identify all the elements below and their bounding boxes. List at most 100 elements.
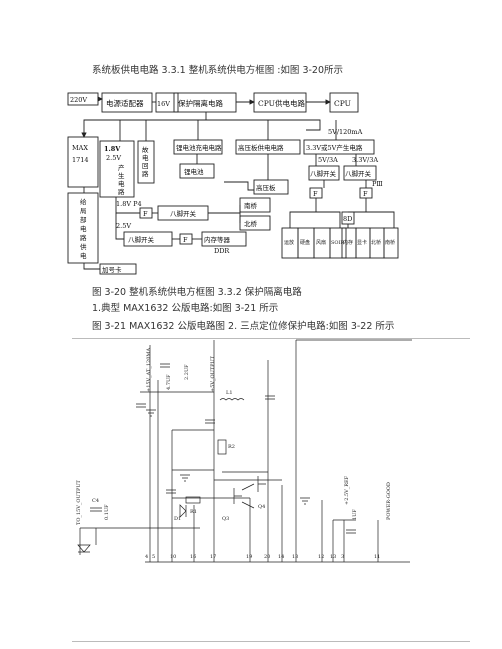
paragraph-system-power-heading: 系统板供电电路 3.3.1 整机系统供电方框图 :如图 3-20所示	[92, 65, 344, 76]
label-standby-5: 路	[80, 233, 87, 242]
paragraph-max1632-heading: 1.典型 MAX1632 公版电路:如图 3-21 所示	[92, 303, 279, 314]
label-out-d: SOIR	[331, 240, 344, 246]
label-25v-gen: 2.5V	[106, 154, 121, 162]
pin-number: 4	[145, 554, 148, 560]
label-li-charge: 锂电池充电电路	[176, 143, 222, 152]
label-power-good: POWER-GOOD	[386, 482, 392, 520]
label-cap-big: 2.2UF	[184, 364, 190, 380]
label-25v-ref: +2.5V_REF	[344, 475, 350, 505]
adapter-box	[101, 92, 153, 113]
label-out-g: 北桥	[371, 239, 381, 246]
v33-gen-box	[303, 139, 375, 155]
label-r2: R2	[228, 444, 235, 450]
label-d1: D1	[174, 516, 181, 522]
label-f-c: F	[313, 190, 318, 198]
label-standby-3: 部	[80, 215, 87, 224]
v18-gen-box	[99, 140, 135, 198]
label-5v-output: +5V_OUTPUT	[210, 355, 216, 392]
label-fault-3: 回	[142, 162, 149, 170]
label-sw8-c: 八脚开关	[170, 209, 197, 218]
divider-bottom	[72, 641, 470, 642]
label-cap-small: 0.1UF	[104, 504, 110, 520]
sw8-box-b	[343, 165, 377, 181]
paragraph-figure-3-20-caption: 图 3-20 整机系统供电方框图 3.3.2 保护隔离电路	[92, 287, 302, 298]
hv-board-box	[253, 179, 289, 195]
label-piii: PⅢ	[372, 180, 383, 188]
pin-number: 16	[190, 554, 196, 560]
label-out-h: 南桥	[385, 239, 395, 246]
label-16v: 16V	[157, 100, 170, 108]
label-v33-gen: 3.3V或5V产生电路	[306, 143, 363, 152]
label-standby-4: 电	[80, 224, 87, 233]
label-15v-120ma: +15V_AT_120MA	[146, 348, 152, 392]
label-gen-6: 路	[118, 187, 125, 196]
label-r1: R1	[190, 509, 197, 515]
label-memory: 内存等器	[204, 235, 231, 244]
label-out-c: 风扇	[316, 239, 326, 246]
label-sw8-b: 八脚开关	[345, 169, 372, 178]
label-to-15v: TO_15V_OUTPUT	[76, 479, 82, 525]
label-f-b: F	[183, 236, 188, 244]
label-f-d: F	[363, 190, 368, 198]
label-25v: 2.5V	[116, 222, 131, 230]
label-fault-2: 电	[142, 153, 149, 162]
pin-number: 3	[341, 554, 344, 560]
label-gen-5: 电	[118, 179, 125, 188]
label-protect: 保护隔离电路	[178, 98, 223, 108]
pin-number: 13	[292, 554, 298, 560]
label-cpu: CPU	[334, 99, 351, 108]
label-l1: L1	[226, 390, 233, 396]
label-c4: C4	[92, 498, 99, 504]
label-cap-1u: 1UF	[352, 509, 358, 520]
label-5v-3a: 5V/3A	[318, 156, 338, 164]
label-18v-p4: 1.8V P4	[116, 200, 142, 208]
label-standby-1: 给	[80, 197, 87, 206]
label-north: 北桥	[244, 219, 258, 228]
pin-number: 10	[170, 554, 176, 560]
pin-number: 14	[278, 554, 284, 560]
out-box-d	[329, 227, 347, 259]
label-sw8-a: 八脚开关	[310, 169, 337, 178]
paragraph-figure-3-21-caption: 图 3-21 MAX1632 公版电路图 2. 三点定位修保护电路:如图 3-2…	[92, 321, 395, 332]
label-max-2: 1714	[72, 156, 89, 164]
label-fault-1: 故	[142, 145, 149, 154]
label-standby-6: 供	[80, 242, 87, 251]
label-18v: 1.8V	[104, 145, 121, 153]
label-q4: Q4	[258, 504, 265, 510]
label-out-f: 显卡	[357, 239, 367, 246]
label-sw8-d: 八脚开关	[128, 235, 155, 244]
protect-box	[173, 92, 237, 113]
label-standby-7: 电	[80, 251, 87, 260]
label-south: 南桥	[244, 201, 258, 210]
label-cap-med: 4.7UF	[166, 374, 172, 390]
divider-top	[72, 338, 470, 339]
label-8d: 8D	[343, 215, 352, 223]
label-cpu-power: CPU供电电路	[258, 98, 305, 108]
pin-number: 13	[330, 554, 336, 560]
pin-number: 19	[246, 554, 252, 560]
v16-box	[155, 92, 179, 113]
pin-number: 20	[264, 554, 270, 560]
label-hv-power: 高压板供电电路	[238, 143, 284, 152]
label-out-a: 运放	[284, 239, 294, 246]
label-fault-4: 路	[142, 169, 149, 178]
pin-number: 11	[374, 554, 380, 560]
pin-number: 5	[152, 554, 155, 560]
standby-box	[67, 192, 99, 264]
label-33v-3a: 3.3V/3A	[352, 156, 378, 164]
label-gen-3: 产	[118, 163, 125, 172]
label-q3: Q3	[222, 516, 229, 522]
label-f-a: F	[143, 210, 148, 218]
label-gen-4: 生	[118, 171, 125, 180]
label-max-1: MAX	[72, 144, 88, 152]
label-out-e: 内存	[343, 239, 353, 246]
label-220v: 220V	[70, 96, 87, 104]
label-standby-2: 局	[80, 207, 87, 215]
label-5v-120ma: 5V/120mA	[328, 128, 363, 136]
label-card: 加号卡	[102, 265, 122, 274]
pin-number: 12	[318, 554, 324, 560]
label-hv-board: 高压板	[256, 183, 276, 192]
